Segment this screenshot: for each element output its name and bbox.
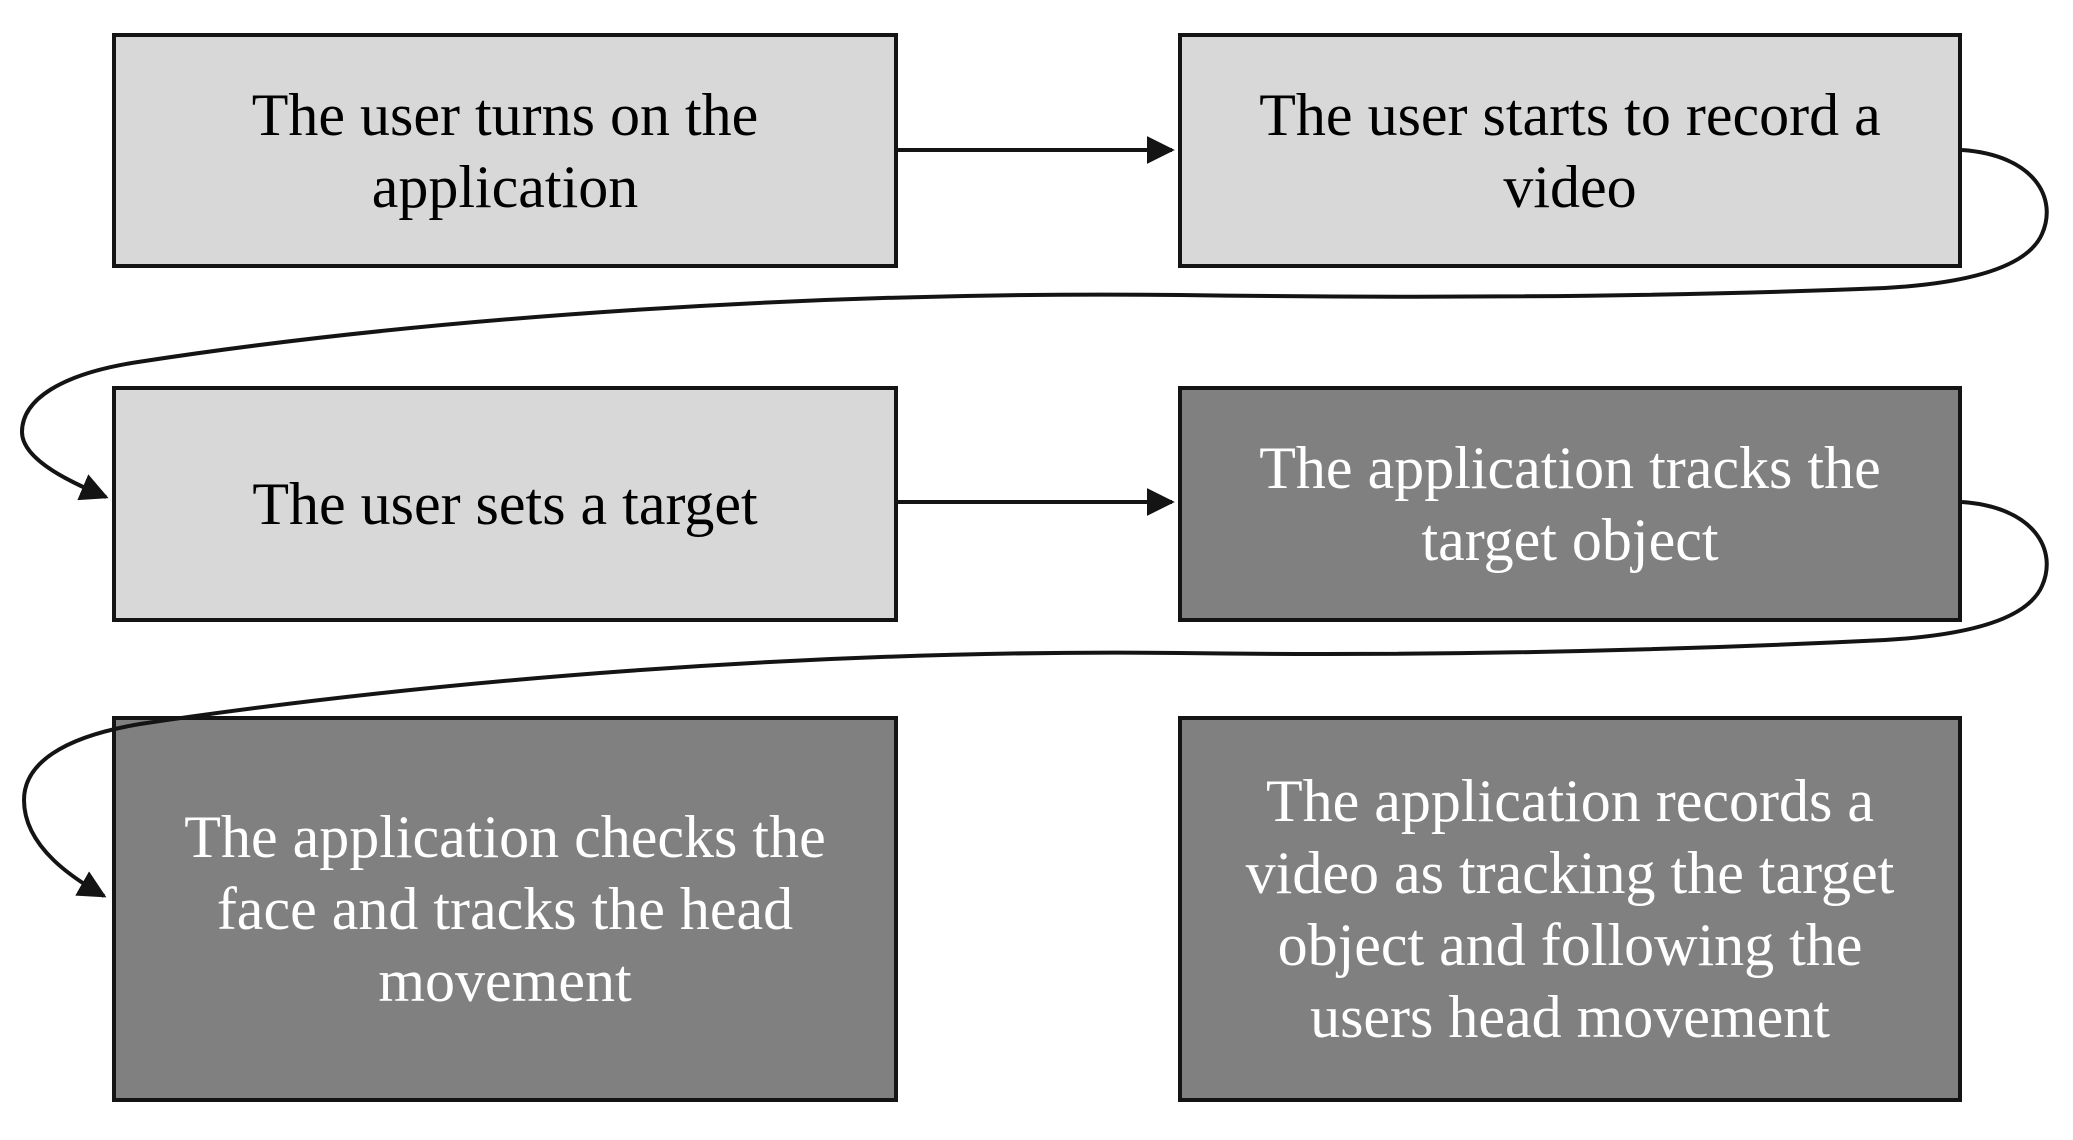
- node-record-video-tracking-label: The application records a video as track…: [1245, 768, 1895, 1050]
- node-check-face-track-head-label: The application checks the face and trac…: [184, 804, 826, 1014]
- node-start-record-video-label: The user starts to record a video: [1259, 81, 1881, 220]
- node-record-video-tracking: The application records a video as track…: [1178, 716, 1962, 1102]
- node-set-target-label: The user sets a target: [252, 471, 758, 537]
- node-set-target: The user sets a target: [112, 386, 898, 622]
- node-start-record-video: The user starts to record a video: [1178, 33, 1962, 268]
- node-turn-on-application-label: The user turns on the application: [251, 81, 759, 220]
- node-check-face-track-head: The application checks the face and trac…: [112, 716, 898, 1102]
- node-track-target-object: The application tracks the target object: [1178, 386, 1962, 622]
- node-track-target-object-label: The application tracks the target object: [1259, 435, 1881, 573]
- node-turn-on-application: The user turns on the application: [112, 33, 898, 268]
